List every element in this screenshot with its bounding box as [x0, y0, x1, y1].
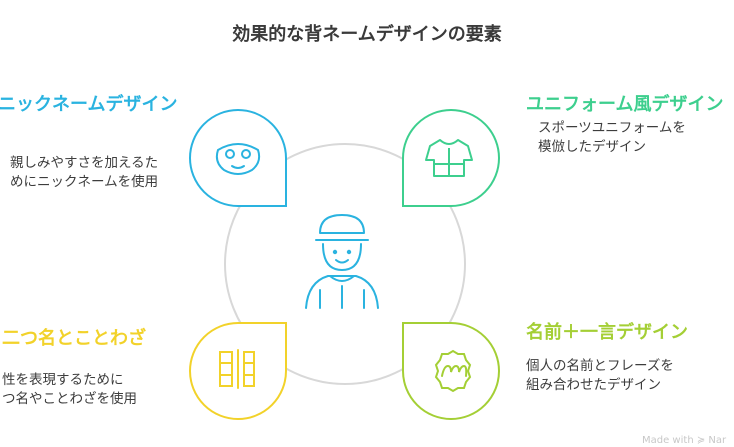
- heading-nickname-design: ニックネームデザイン: [0, 94, 178, 115]
- heading-uniform-design: ユニフォーム風デザイン: [526, 94, 724, 115]
- description-uniform-design: スポーツユニフォームを 模倣したデザイン: [538, 120, 686, 155]
- person-in-jersey-icon: [305, 214, 379, 309]
- credit-watermark: Made with ≽ Nar: [642, 435, 727, 446]
- center-ring: [224, 143, 466, 385]
- kanji-glyph-icon: [219, 349, 255, 389]
- quadrant-bubble-top-left: [189, 109, 287, 207]
- diagram-title: 効果的な背ネームデザインの要素: [232, 24, 502, 45]
- description-alias-proverb: 性を表現するために つ名やことわざを使用: [2, 372, 137, 407]
- description-nickname-design: 親しみやすさを加えるた めにニックネームを使用: [10, 155, 159, 190]
- heading-name-phrase: 名前＋一言デザイン: [526, 322, 688, 343]
- quadrant-bubble-top-right: [402, 109, 500, 207]
- quadrant-bubble-bottom-left: [189, 322, 287, 420]
- heading-alias-proverb: 二つ名とことわざ: [2, 328, 146, 349]
- description-name-phrase: 個人の名前とフレーズを 組み合わせたデザイン: [526, 358, 674, 393]
- badge-letter-icon: [434, 349, 472, 393]
- jersey-icon: [425, 139, 473, 177]
- quadrant-bubble-bottom-right: [402, 322, 500, 420]
- smiling-mask-icon: [215, 143, 261, 175]
